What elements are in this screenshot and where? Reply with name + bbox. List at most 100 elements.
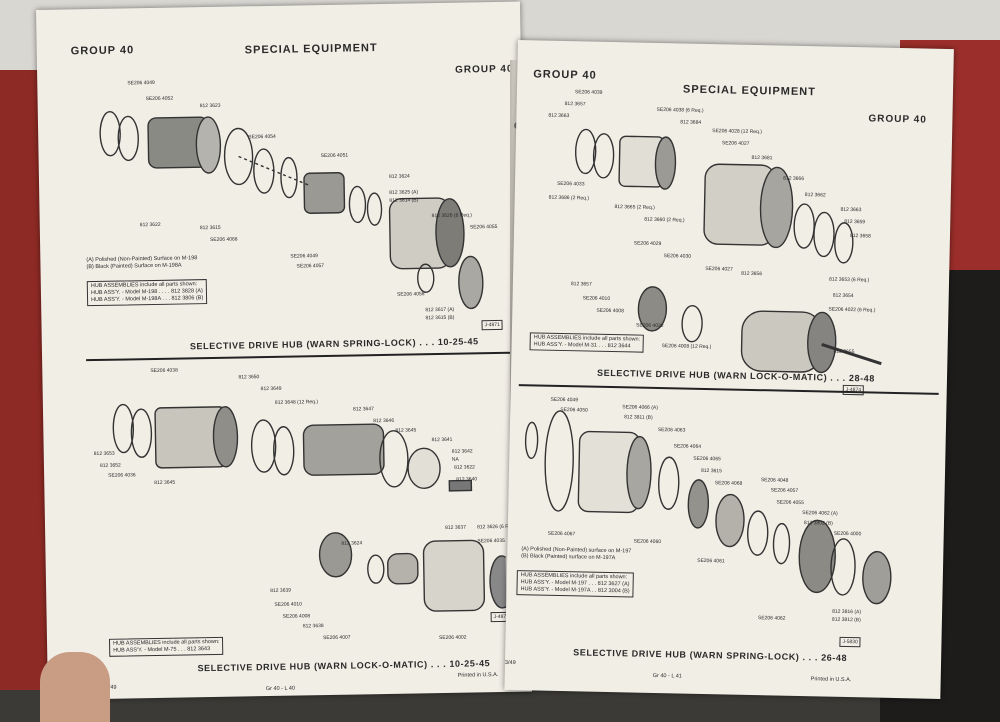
part-number-label: 812 3640 [456,476,478,483]
part-number-label: 812 3647 [352,406,374,413]
group-label-right: GROUP 40 [455,63,514,76]
left-page: GROUP 40 SPECIAL EQUIPMENT GROUP 40 SE20… [36,1,532,700]
part-number-label: SE206 4058 [396,291,425,298]
figure-caption: SELECTIVE DRIVE HUB (WARN SPRING-LOCK) .… [573,647,848,664]
part-number-label: SE206 4027 [705,265,733,273]
hub-exploded-diagram-bottom [112,403,507,612]
part-number-label: 812 3624 [388,173,410,180]
part-number-label: 812 3626 (6 Req.) [431,212,473,220]
page-footer-center: Gr 40 - L 41 [652,672,682,680]
part-number-label: SE206 4057 [296,263,325,270]
part-number-label: 812 3656 [741,270,763,278]
page-footer-center: Gr 40 - L 40 [265,685,296,693]
surface-note: (A) Polished (Non-Painted) Surface on M-… [86,255,198,271]
part-number-label: SE206 4033 [556,180,585,188]
part-number-label: 812 3659 [844,218,866,226]
part-number-label: 812 3648 (12 Req.) [274,399,319,406]
part-number-label: SE206 4008 (12 Req.) [661,343,712,351]
part-number-label: NA [451,456,459,463]
part-number-label: SE206 4008 [282,613,311,620]
part-number-label: SE206 4066 (A) [622,404,658,412]
hub-assembly-box: HUB ASSEMBLIES include all parts shown: … [529,332,645,353]
part-number-label: SE206 4067 [547,530,576,538]
hand [40,652,110,722]
part-number-label: SE206 4000 [833,530,862,538]
part-number-label: 812 3816 (A) [832,608,862,616]
part-number-label: 812 3649 [260,385,282,393]
part-number-label: 812 3650 [238,374,260,381]
part-number-label: SE206 4063 [657,427,686,434]
part-number-label: SE206 4030 [663,253,692,260]
part-number-label: SE206 4068 [209,236,238,243]
part-number-label: 812 3814 (B) [389,197,419,204]
figure-tag: J-4871 [481,319,503,331]
part-number-label: SE206 4027 [721,140,750,147]
part-number-label: 812 3639 [270,587,292,595]
part-number-label: SE206 4065 [693,455,721,463]
part-number-label: 812 3665 (2 Req.) [614,204,655,211]
part-number-label: 812 3666 [783,175,805,183]
part-number-label: SE206 4038 (6 Req.) [656,106,704,114]
part-number-label: SE206 4029 [633,240,662,248]
part-number-label: 812 3615 (B) [425,314,455,322]
part-number-label: 812 3658 [849,232,871,240]
group-label: GROUP 40 [70,44,135,58]
hub-assembly-box: HUB ASSEMBLIES include all parts shown: … [86,279,208,307]
surface-note: (A) Polished (Non-Painted) surface on M-… [521,546,632,562]
part-number-label: 812 3615 [199,224,221,232]
part-number-label: 812 3684 [680,119,702,126]
figure-caption: SELECTIVE DRIVE HUB (WARN LOCK-O-MATIC) … [197,658,491,674]
figure-tag: J-5830 [839,636,861,648]
part-number-label: SE206 4035 [477,537,505,545]
hub-assembly-box: HUB ASSEMBLIES include all parts shown: … [108,636,224,657]
part-number-label: 812 3624 [341,540,363,547]
page-footer-left: 3/49 [504,659,516,667]
part-number-label: SE206 4038 [150,367,178,375]
part-number-label: 812 3645 [154,479,176,487]
part-number-label: SE206 4028 (12 Req.) [712,128,762,136]
part-number-label: 812 3655 [833,348,855,356]
part-number-label: SE206 4036 [108,472,136,479]
part-number-label: 812 3641 [431,436,453,444]
section-divider [518,384,939,395]
part-number-label: 812 3625 (A) [389,189,419,196]
part-number-label: 812 3811 (B) [624,414,653,421]
part-number-label: SE206 4068 [714,480,743,487]
part-number-label: SE206 4064 [673,443,702,450]
part-number-label: 812 3653 [93,450,115,458]
part-number-label: SE206 4010 [274,601,302,608]
part-number-label: SE206 4039 [574,89,603,96]
part-number-label: SE206 4061 [697,557,725,565]
part-number-label: 812 3645 [395,427,417,434]
part-number-label: SE206 4052 [145,95,174,103]
part-number-label: SE206 4002 [438,634,467,642]
part-number-label: 812 3802 (B) [803,520,833,527]
section-divider [86,351,517,362]
part-number-label: 812 3652 [99,462,121,469]
part-number-label: SE206 4049 [127,79,155,87]
part-number-label: SE206 4054 [248,133,276,141]
part-number-label: 812 3663 [840,206,862,214]
part-number-label: 812 3812 (B) [831,616,861,624]
part-number-label: 812 3637 [445,524,467,531]
part-number-label: 812 3617 (A) [425,306,455,314]
part-number-label: SE206 4051 [320,152,349,160]
part-number-label: SE206 4050 [560,406,588,414]
part-number-label: 812 3654 [832,292,854,300]
part-number-label: SE206 4062 (A) [802,510,838,517]
part-number-label: 812 3646 [373,417,395,425]
part-number-label: 812 3663 [548,112,570,120]
part-number-label: 812 3623 [199,102,221,110]
hub-exploded-diagram-top [574,128,882,374]
part-number-label: SE206 4055 [469,223,498,231]
page-title: SPECIAL EQUIPMENT [244,42,378,57]
part-number-label: SE206 4010 [582,295,611,302]
part-number-label: 812 3660 (2 Req.) [644,216,685,224]
part-number-label: SE206 4007 [322,634,351,642]
part-number-label: 812 3681 [751,154,773,162]
part-number-label: 812 3657 [564,100,586,108]
part-number-label: 812 3657 [570,281,592,288]
part-number-label: SE206 4022 [635,322,664,330]
part-number-label: SE206 4055 [776,499,804,507]
hub-exploded-diagram-bottom [524,410,892,605]
